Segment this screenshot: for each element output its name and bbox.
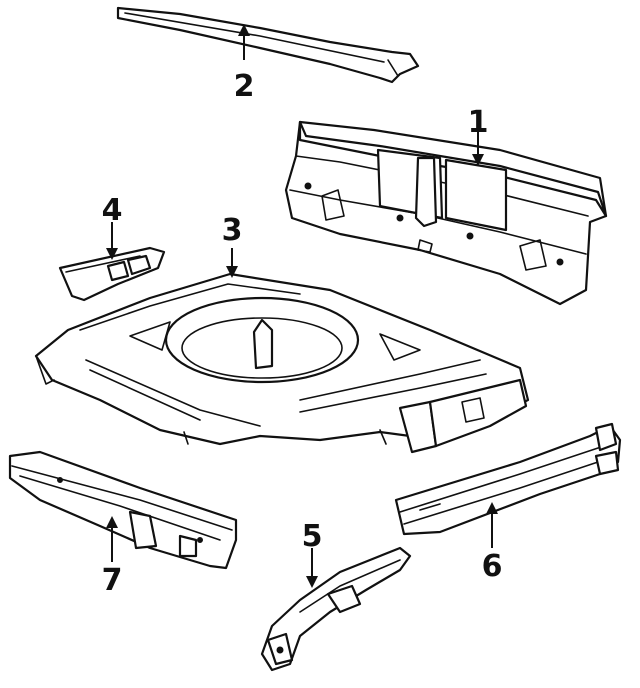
callout-4: 4 (102, 193, 123, 228)
part-3-floor-pan[interactable] (34, 272, 530, 454)
part-4-bracket[interactable] (58, 246, 166, 302)
part-6-right-rail[interactable] (394, 422, 622, 536)
callout-6: 6 (482, 549, 503, 584)
callout-1: 1 (468, 105, 489, 140)
callout-3: 3 (222, 213, 243, 248)
part-5-frame-extension[interactable] (260, 546, 412, 672)
callout-7: 7 (102, 563, 123, 598)
leader-lines (106, 24, 498, 588)
part-2-upper-rail[interactable] (116, 6, 420, 84)
part-7-left-rail[interactable] (8, 450, 238, 570)
callout-5: 5 (302, 519, 323, 554)
callout-2: 2 (234, 69, 255, 104)
part-1-rear-panel[interactable] (284, 120, 608, 306)
